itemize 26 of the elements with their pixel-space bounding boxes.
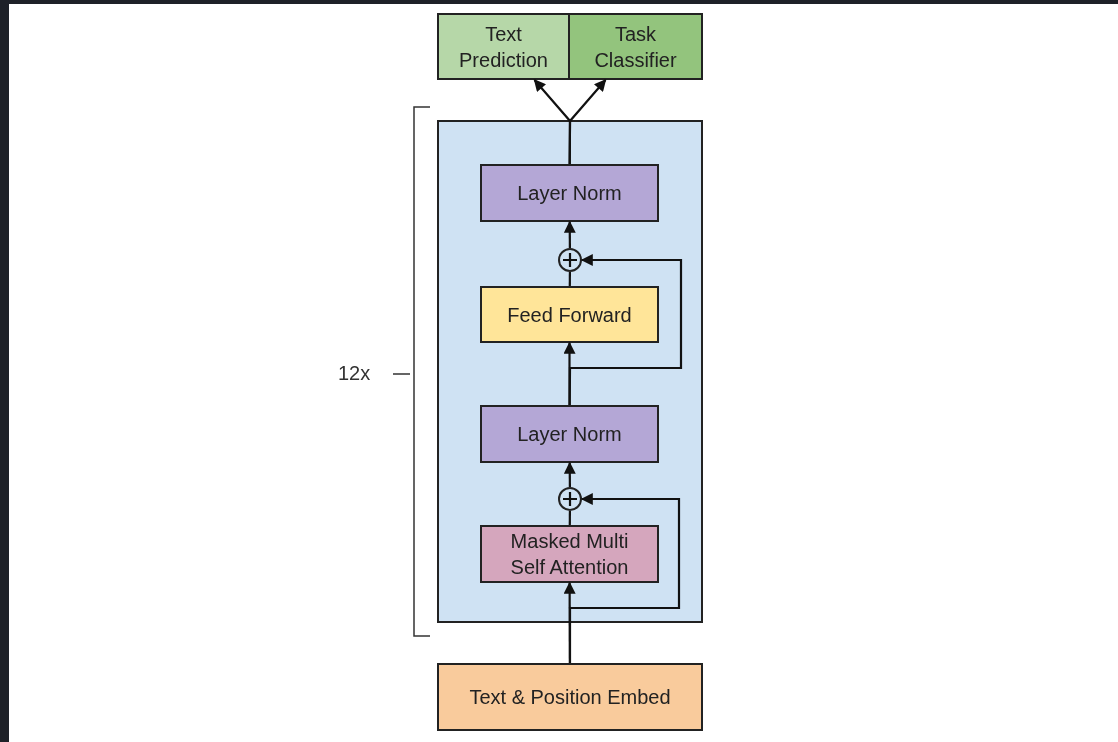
arrow (563, 341, 576, 405)
node-label: Task Classifier (593, 21, 678, 73)
node-label: Masked Multi Self Attention (509, 529, 630, 580)
node-label: Layer Norm (516, 422, 623, 447)
node-label: Text Prediction (458, 21, 549, 73)
arrow (568, 79, 607, 164)
layer-box (480, 525, 659, 583)
output-head-box (568, 13, 703, 80)
connector-line (568, 511, 571, 525)
arrow (568, 254, 683, 405)
arrow (563, 220, 576, 248)
repeat-count: 12x (338, 362, 371, 385)
arrow (563, 461, 576, 487)
layer-box (480, 164, 659, 222)
layer-box (480, 405, 659, 463)
arrow (568, 493, 681, 663)
output-head-box (437, 13, 570, 80)
node-label: Text & Position Embed (468, 685, 672, 710)
add-circle (558, 487, 582, 511)
connector-line (568, 272, 571, 286)
transformer-block (437, 120, 703, 623)
add-circle (558, 248, 582, 272)
layer-box (480, 286, 659, 343)
node-label: Feed Forward (506, 302, 633, 328)
input-box (437, 663, 703, 731)
node-label: Layer Norm (516, 181, 623, 206)
